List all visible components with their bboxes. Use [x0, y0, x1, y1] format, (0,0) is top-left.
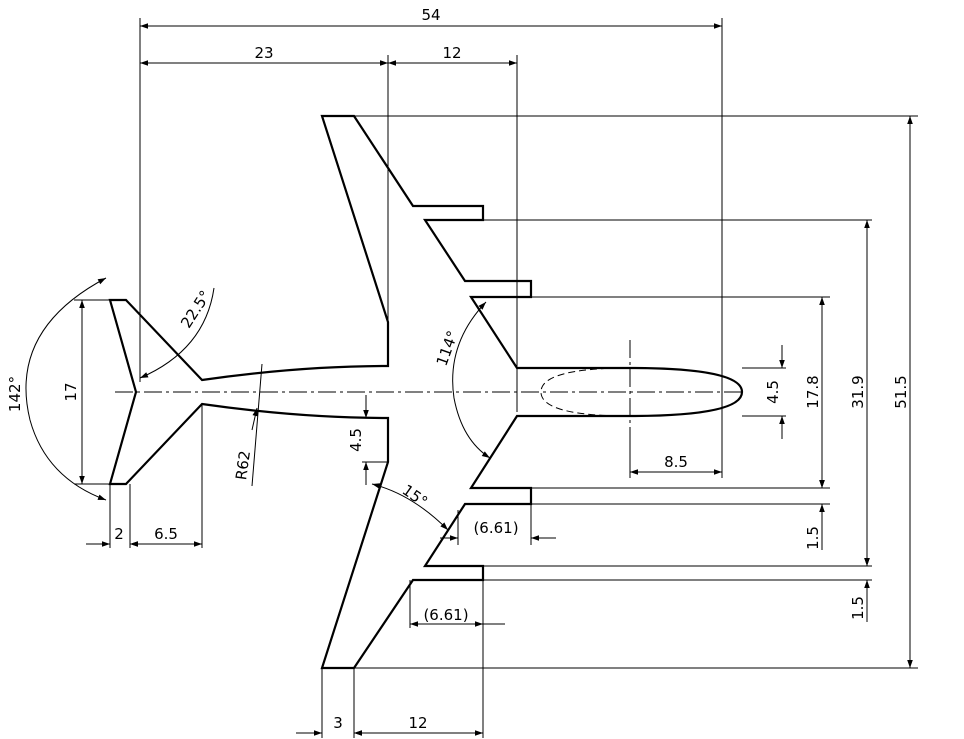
- dim-tail-length: 6.5: [154, 525, 178, 543]
- dim-left-width: 23: [254, 44, 273, 62]
- oval-hidden-edge: [540, 367, 631, 417]
- dim-inner-height: 31.9: [849, 375, 867, 408]
- dimension-lines: [25, 23, 913, 736]
- dim-base-width: 12: [408, 714, 427, 732]
- angle-tail: 142°: [6, 376, 24, 412]
- dim-tail-tip: 2: [114, 525, 124, 543]
- dim-oval-offset: 8.5: [664, 453, 688, 471]
- dim-flange-2: 1.5: [849, 596, 867, 620]
- dim-slot-height: 17.8: [804, 375, 822, 408]
- angle-slope: 15°: [399, 481, 431, 511]
- extension-lines: [74, 18, 918, 738]
- dim-slot-depth-top: 12: [442, 44, 461, 62]
- dim-radius: R62: [232, 449, 254, 481]
- dim-oval-height: 4.5: [764, 380, 782, 404]
- dim-base-thick: 3: [333, 714, 343, 732]
- dim-overall-width: 54: [421, 6, 440, 24]
- dim-step-1: (6.61): [473, 519, 518, 537]
- profile-outline: [108, 114, 744, 670]
- dim-neck-height: 4.5: [347, 428, 365, 452]
- dimension-labels: 54 23 12 8.5 2 6.5 3 12 (6.61) (6.61) 51…: [6, 6, 910, 732]
- dim-tail-height: 17: [62, 382, 80, 401]
- dim-flange-1: 1.5: [804, 526, 822, 550]
- dim-overall-height: 51.5: [892, 375, 910, 408]
- dim-step-2: (6.61): [423, 606, 468, 624]
